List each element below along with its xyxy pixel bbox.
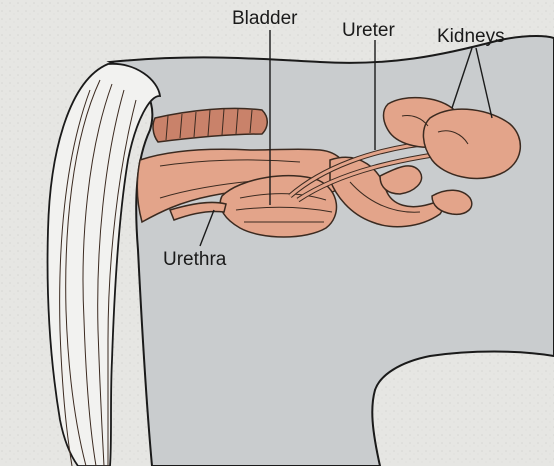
kidneys-label: Kidneys bbox=[437, 26, 505, 47]
ureter-label: Ureter bbox=[342, 20, 395, 41]
bladder-label: Bladder bbox=[232, 8, 298, 29]
urethra-label: Urethra bbox=[163, 249, 227, 270]
